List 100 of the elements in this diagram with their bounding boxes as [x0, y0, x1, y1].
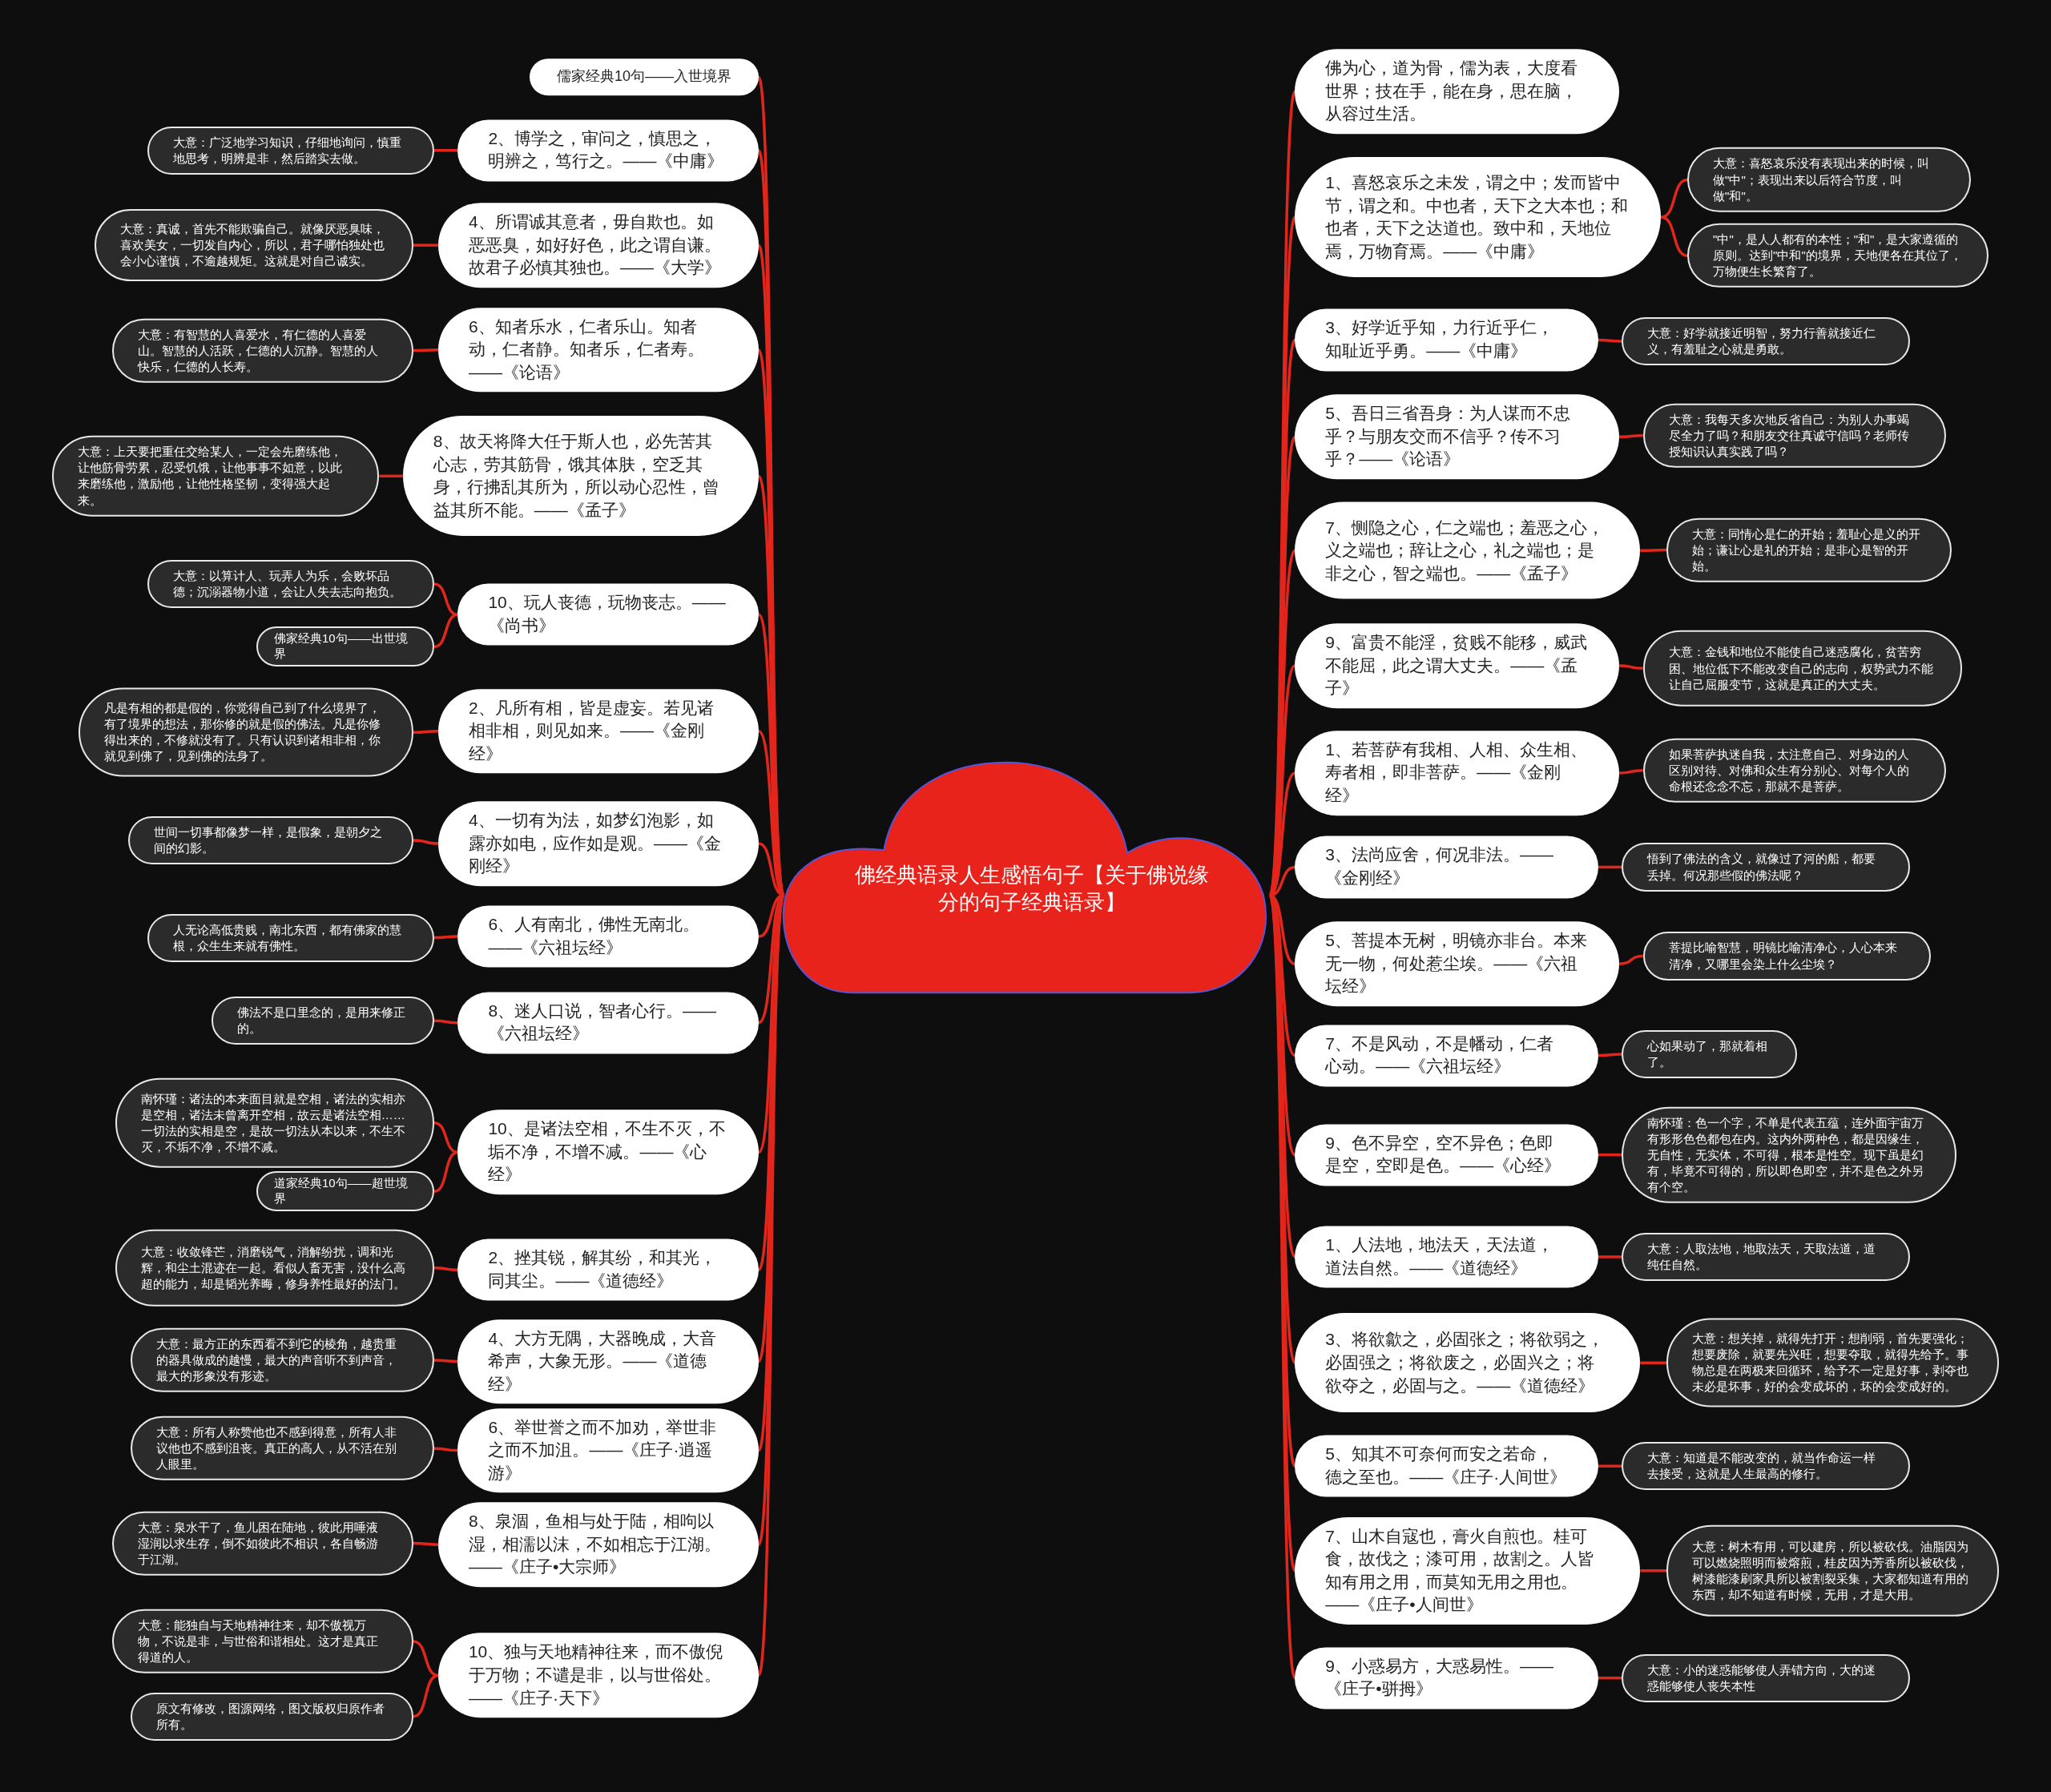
note-bubble: 如果菩萨执迷自我，太注意自己、对身边的人区别对待、对佛和众生有分别心、对每个人的命根还念念不忘，那就不是菩萨。: [1642, 738, 1947, 803]
connector-line: [1268, 436, 1296, 896]
note-bubble: 人无论高低贵贱，南北东西，都有佛家的慧根，众生生来就有佛性。: [147, 913, 435, 962]
quote-bubble: 1、人法地，地法天，天法道，道法自然。——《道德经》: [1295, 1226, 1599, 1288]
connector-line: [1661, 178, 1688, 219]
quote-bubble: 5、吾日三省吾身：为人谋而不忠乎？与朋友交而不信乎？传不习乎？——《论语》: [1295, 394, 1620, 480]
connector-line: [1619, 768, 1643, 775]
quote-bubble: 9、富贵不能淫，贫贱不能移，威武不能屈，此之谓大丈夫。——《孟子》: [1295, 623, 1620, 708]
note-bubble: 大意：以算计人、玩弄人为乐，会败坏品德；沉溺器物小道，会让人失去志向抱负。: [147, 559, 435, 609]
connector-line: [1619, 954, 1643, 965]
quote-bubble: 3、将欲歙之，必固张之；将欲弱之，必固强之；将欲废之，必固兴之；将欲夺之，必固与之。——《道德经》: [1295, 1313, 1641, 1413]
connector-line: [413, 729, 438, 735]
note-bubble: 大意：能独自与天地精神往来，却不傲视万物，不说是非，与世俗和谐相处。这才是真正得道的人。: [112, 1609, 413, 1674]
quote-bubble: 5、菩提本无树，明镜亦非台。本来无一物，何处惹尘埃。——《六祖坛经》: [1295, 921, 1620, 1007]
connector-line: [413, 244, 438, 247]
connector-line: [434, 149, 458, 152]
connector-line: [433, 613, 458, 649]
connector-line: [413, 1640, 439, 1677]
note-bubble: 大意：喜怒哀乐没有表现出来的时候，叫做"中"；表现出来以后符合节度，叫做"和"。: [1687, 147, 1972, 212]
connector-line: [434, 1019, 458, 1025]
quote-bubble: 4、大方无隅，大器晚成，大音希声，大象无形。——《道德经》: [457, 1319, 759, 1404]
connector-line: [434, 1266, 458, 1272]
note-bubble: 大意：所有人称赞他也不感到得意，所有人非议他也不感到沮丧。真正的高人，从不活在别人眼里。: [131, 1416, 434, 1481]
quote-bubble: 6、知者乐水，仁者乐山。知者动，仁者静。知者乐，仁者寿。——《论语》: [437, 307, 759, 393]
note-bubble: 大意：收敛锋芒，消磨锐气，消解纷扰，调和光辉，和尘土混迹在一起。看似人畜无害，没什么高超的能力，却是韬光养晦，修身养性最好的法门。: [115, 1229, 435, 1307]
quote-bubble: 2、凡所有相，皆是虚妄。若见诸相非相，则见如来。——《金刚经》: [437, 688, 759, 774]
connector-line: [757, 349, 785, 896]
connector-line: [433, 1150, 458, 1194]
quote-bubble: 7、恻隐之心，仁之端也；羞恶之心，义之端也；辞让之心，礼之端也；是非之心，智之端也。——《孟子》: [1295, 501, 1641, 599]
note-bubble: 大意：最方正的东西看不到它的棱角，越贵重的器具做成的越慢，最大的声音听不到声音，最大的形象没有形迹。: [131, 1327, 434, 1393]
connector-line: [413, 839, 438, 845]
connector-line: [1619, 433, 1643, 439]
quote-bubble: 8、迷人口说，智者心行。——《六祖坛经》: [457, 992, 759, 1054]
note-bubble: 佛法不是口里念的，是用来修正的。: [212, 997, 435, 1045]
note-bubble: 凡是有相的都是假的，你觉得自己到了什么境界了，有了境界的想法，那你修的就是假的佛法。凡是你修得出来的，不修就没有了。只有认识到诸相非相，你就见到佛了，见到佛的法身了。: [78, 687, 413, 777]
connector-line: [434, 1359, 458, 1363]
connector-line: [1640, 548, 1666, 553]
note-bubble: 大意：真诚，首先不能欺骗自己。就像厌恶臭味，喜欢美女，一切发自内心，所以，君子哪怕独处也会小心谨慎，不逾越规矩。这就是对自己诚实。: [94, 209, 413, 281]
note-bubble: 南怀瑾：诸法的本来面目就是空相，诸法的实相亦是空相，诸法未曾离开空相，故云是诸法空相……一切法的实相是空，是故一切法从本以来，不生不灭，不垢不净，不增不减。: [115, 1077, 435, 1168]
connector-line: [757, 895, 785, 1676]
connector-line: [1268, 216, 1296, 896]
note-bubble: 大意：同情心是仁的开始；羞耻心是义的开始；谦让心是礼的开始；是非心是智的开始。: [1666, 517, 1952, 582]
quote-bubble: 5、知其不可奈何而安之若命，德之至也。——《庄子·人间世》: [1295, 1435, 1599, 1497]
quote-bubble: 1、若菩萨有我相、人相、众生相、寿者相，即非菩萨。——《金刚经》: [1295, 731, 1620, 815]
note-bubble: 世间一切事都像梦一样，是假象，是朝夕之间的幻影。: [128, 815, 413, 865]
connector-line: [433, 1121, 458, 1154]
quote-bubble: 10、是诸法空相，不生不灭，不垢不净，不增不减。——《心经》: [457, 1109, 759, 1195]
note-bubble: 大意：知道是不能改变的，就当作命运一样去接受，这就是人生最高的修行。: [1622, 1442, 1910, 1491]
quote-bubble: 6、举世誉之而不加劝，举世非之而不加沮。——《庄子·逍遥游》: [457, 1407, 759, 1493]
quote-bubble: 7、不是风动，不是幡动，仁者心动。——《六祖坛经》: [1295, 1025, 1599, 1087]
note-bubble: 南怀瑾：色一个字，不单是代表五蕴，连外面宇宙万有形形色色都包在内。这内外两种色，都是因缘生，无自性，无实体，不可得，根本是性空。现下虽是幻有，毕竟不可得的，所以即色即空，并不是色之外另有个空。: [1622, 1106, 1957, 1203]
quote-bubble: 9、小惑易方，大惑易性。——《庄子•骈拇》: [1295, 1647, 1599, 1709]
note-bubble: 心如果动了，那就着相了。: [1622, 1029, 1798, 1078]
quote-bubble: 10、玩人丧德，玩物丧志。——《尚书》: [457, 583, 759, 646]
connector-line: [1661, 215, 1688, 257]
connector-line: [1619, 664, 1643, 670]
heading-bubble: 儒家经典10句——入世境界: [530, 58, 759, 96]
connector-line: [434, 935, 458, 940]
connector-line: [413, 348, 438, 352]
note-bubble: 菩提比喻智慧，明镜比喻清净心，人心本来清净，又哪里会染上什么尘埃？: [1642, 932, 1931, 981]
note-bubble: "中"，是人人都有的本性；"和"，是大家遵循的原则。达到"中和"的境界，天地便各在其位了，万物便生长繁育了。: [1687, 223, 1989, 288]
connector-line: [1598, 1464, 1622, 1468]
note-bubble: 大意：泉水干了，鱼儿困在陆地，彼此用唾液湿润以求生存，倒不如彼此不相识，各自畅游于江湖。: [112, 1511, 413, 1576]
note-bubble: 大意：有智慧的人喜爱水，有仁德的人喜爱山。智慧的人活跃，仁德的人沉静。智慧的人快乐，仁德的人长寿。: [112, 318, 413, 383]
note-bubble: 大意：广泛地学习知识，仔细地询问，慎重地思考，明辨是非，然后踏实去做。: [147, 126, 435, 175]
quote-bubble: 3、法尚应舍，何况非法。——《金刚经》: [1295, 836, 1599, 898]
quote-bubble: 2、挫其锐，解其纷，和其光，同其尘。——《道德经》: [457, 1238, 759, 1301]
quote-bubble: 佛为心，道为骨，儒为表，大度看世界；技在手，能在身，思在脑，从容过生活。: [1295, 49, 1620, 135]
quote-bubble: 4、所谓诚其意者，毋自欺也。如恶恶臭，如好好色，此之谓自谦。故君子必慎其独也。——《大学》: [437, 203, 759, 288]
quote-bubble: 3、好学近乎知，力行近乎仁，知耻近乎勇。——《中庸》: [1295, 308, 1599, 372]
connector-line: [1640, 1569, 1666, 1573]
connector-line: [1598, 1676, 1622, 1680]
connector-line: [379, 474, 403, 478]
quote-bubble: 6、人有南北，佛性无南北。——《六祖坛经》: [457, 905, 759, 968]
note-bubble: 悟到了佛法的含义，就像过了河的船，都要丢掉。何况那些假的佛法呢？: [1622, 843, 1910, 892]
connector-line: [1598, 338, 1622, 343]
note-bubble: 大意：好学就接近明智，努力行善就接近仁义，有羞耻之心就是勇敢。: [1622, 317, 1910, 366]
connector-line: [433, 582, 458, 617]
connector-line: [1598, 1255, 1622, 1258]
connector-line: [413, 1541, 438, 1546]
note-bubble: 大意：想关掉，就得先打开；想削弱，首先要强化；想要废除，就要先兴旺，想要夺取，就得先给予。事物总是在两极来回循环，给予不一定是好事，剥夺也未必是坏事，好的会变成坏的，坏的会变成好的。: [1666, 1318, 1999, 1407]
quote-bubble: 1、喜怒哀乐之未发，谓之中；发而皆中节，谓之和。中也者，天下之大本也；和也者，天下之达道也。致中和，天地位焉，万物育焉。——《中庸》: [1295, 156, 1662, 278]
quote-bubble: 2、博学之，审问之，慎思之，明辨之，笃行之。——《中庸》: [457, 119, 759, 182]
quote-bubble: 8、故天将降大任于斯人也，必先苦其心志，劳其筋骨，饿其体肤，空乏其身，行拂乱其所为，所以动心忍性，曾益其所不能。——《孟子》: [402, 416, 759, 537]
quote-bubble: 4、一切有为法，如梦幻泡影，如露亦如电，应作如是观。——《金刚经》: [437, 801, 759, 886]
quote-bubble: 8、泉涸，鱼相与处于陆，相呴以湿，相濡以沫，不如相忘于江湖。——《庄子•大宗师》: [437, 1502, 759, 1587]
connector-line: [1640, 1361, 1666, 1364]
connector-line: [434, 1447, 458, 1452]
heading-bubble: 道家经典10句——超世境界: [256, 1171, 435, 1212]
connector-line: [413, 1673, 439, 1718]
note-bubble: 大意：金钱和地位不能使自己迷惑腐化，贫苦穷困、地位低下不能改变自己的志向，权势武力不能让自己屈服变节，这就是真正的大丈夫。: [1642, 630, 1962, 707]
note-bubble: 大意：小的迷惑能够使人弄错方向，大的迷惑能够使人丧失本性: [1622, 1653, 1910, 1702]
connector-line: [1598, 865, 1622, 869]
connector-line: [1598, 1053, 1622, 1057]
note-bubble: 大意：我每天多次地反省自己：为别人办事竭尽全力了吗？和朋友交往真诚守信吗？老师传授知识认真实践了吗？: [1642, 403, 1947, 468]
heading-bubble: 佛家经典10句——出世境界: [256, 626, 435, 667]
note-bubble: 大意：人取法地，地取法天，天取法道，道纯任自然。: [1622, 1232, 1910, 1282]
note-bubble: 大意：树木有用，可以建房，所以被砍伐。油脂因为可以燃烧照明而被熔煎，桂皮因为芳香所以被砍伐，树漆能漆刷家具所以被割裂采集，大家都知道有用的东西，却不知道有时候，无用，才是大用。: [1666, 1524, 1999, 1617]
note-bubble: 原文有修改，图源网络，图文版权归原作者所有。: [131, 1692, 413, 1741]
quote-bubble: 10、独与天地精神往来，而不傲倪于万物；不谴是非，以与世俗处。——《庄子·天下》: [437, 1633, 759, 1718]
